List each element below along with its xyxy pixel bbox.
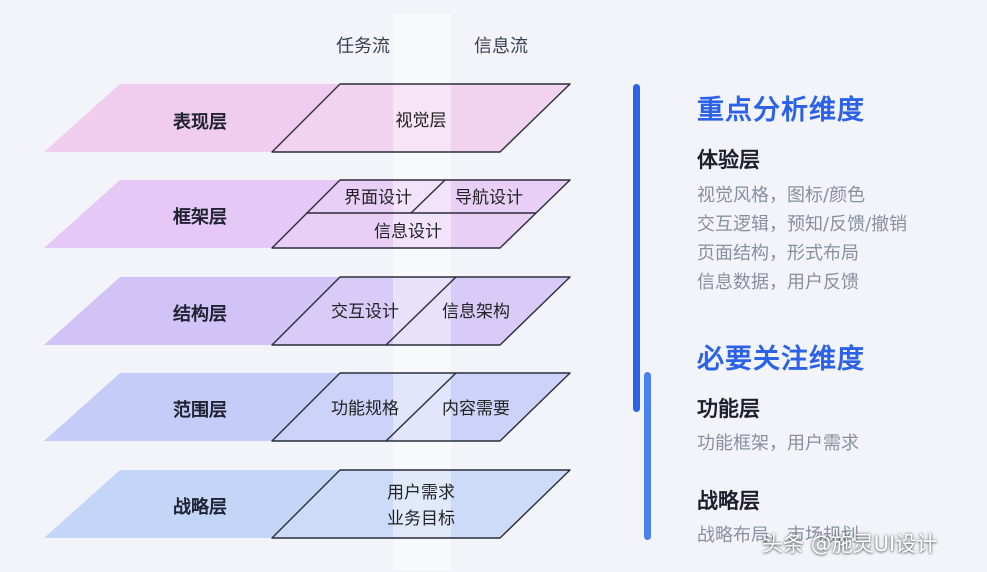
layer-band xyxy=(44,373,340,441)
cell-navigation-design: 导航设计 xyxy=(455,188,523,208)
layer-label-framework: 框架层 xyxy=(173,207,227,228)
function-layer-desc: 功能框架，用户需求 xyxy=(697,433,859,454)
strategy-layer-desc: 战略布局，市场规划 xyxy=(697,525,859,546)
cell-divider-vertical xyxy=(410,179,446,214)
layer-cell-outline xyxy=(271,372,571,442)
need-dimension-title: 必要关注维度 xyxy=(697,344,865,375)
watermark: 头条 @施灵UI设计 xyxy=(762,532,938,556)
layer-label-structure: 结构层 xyxy=(173,304,227,325)
experience-layer-desc: 视觉风格，图标/颜色 交互逻辑，预知/反馈/撤销 页面结构，形式布局 信息数据，… xyxy=(697,181,907,297)
layer-band xyxy=(44,180,340,248)
layer-label-scope: 范围层 xyxy=(173,400,227,421)
cell-divider-vertical xyxy=(385,276,457,346)
desc-line: 交互逻辑，预知/反馈/撤销 xyxy=(697,214,908,235)
layer-cell-area xyxy=(272,180,570,248)
cell-interaction-design: 交互设计 xyxy=(331,302,399,322)
layer-label-presentation: 表现层 xyxy=(173,112,227,133)
desc-line: 信息数据，用户反馈 xyxy=(697,272,859,293)
layer-band xyxy=(44,84,340,152)
layer-cell-outline xyxy=(271,179,571,249)
layer-band xyxy=(44,470,340,538)
layer-cell-outline xyxy=(271,469,571,539)
key-dimension-bar xyxy=(633,84,640,412)
info-flow-header: 信息流 xyxy=(474,36,528,57)
layer-label-strategy: 战略层 xyxy=(173,497,227,518)
layer-cell-area xyxy=(272,84,570,152)
layer-band xyxy=(44,277,340,345)
desc-line: 视觉风格，图标/颜色 xyxy=(697,185,866,206)
experience-layer-title: 体验层 xyxy=(697,148,760,172)
cell-visual: 视觉层 xyxy=(395,111,447,131)
key-dimension-title: 重点分析维度 xyxy=(697,95,865,126)
cell-function-spec: 功能规格 xyxy=(331,399,399,419)
cell-info-design: 信息设计 xyxy=(374,222,442,242)
cell-content-needs: 内容需要 xyxy=(442,399,510,419)
need-dimension-bar xyxy=(644,372,651,540)
cell-divider-vertical xyxy=(385,372,457,442)
function-layer-title: 功能层 xyxy=(697,397,760,421)
task-flow-header: 任务流 xyxy=(336,36,390,57)
layer-cell-outline xyxy=(271,276,571,346)
desc-line: 页面结构，形式布局 xyxy=(697,243,859,264)
cell-info-architecture: 信息架构 xyxy=(442,302,510,322)
cell-interface-design: 界面设计 xyxy=(344,188,412,208)
cell-user-needs-business-goals: 用户需求 业务目标 xyxy=(387,483,455,529)
strategy-layer-title: 战略层 xyxy=(697,489,760,513)
layer-cell-area xyxy=(272,470,570,538)
layer-cell-outline xyxy=(271,83,571,153)
